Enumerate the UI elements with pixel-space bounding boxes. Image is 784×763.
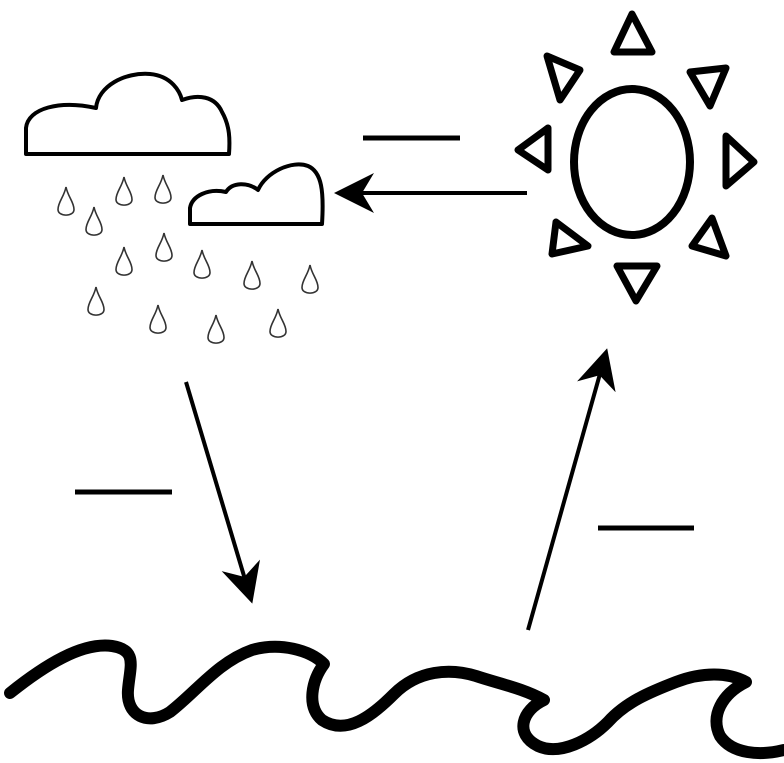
sun-icon	[518, 14, 754, 301]
raindrop-icon	[194, 250, 210, 278]
raindrop-icon	[156, 233, 172, 261]
raindrop-icon	[208, 315, 224, 343]
sun-ray-bottom-right	[692, 218, 726, 256]
precipitation-arrow	[186, 382, 250, 596]
ocean-waves-icon	[10, 646, 784, 753]
raindrops	[58, 175, 318, 343]
sun-disc	[574, 89, 690, 235]
sun-ray-right	[726, 136, 754, 186]
raindrop-icon	[116, 247, 132, 275]
sun-ray-top-right	[690, 68, 726, 106]
rain-cloud-icon	[26, 74, 229, 154]
small-cloud-icon	[190, 164, 323, 224]
raindrop-icon	[155, 175, 171, 203]
sun-ray-bottom	[617, 266, 657, 301]
sun-ray-top	[614, 14, 652, 52]
raindrop-icon	[86, 207, 102, 235]
sun-ray-left	[518, 128, 548, 170]
raindrop-icon	[244, 261, 260, 289]
sun-ray-top-left	[547, 56, 580, 100]
raindrop-icon	[150, 305, 166, 333]
raindrop-icon	[88, 287, 104, 315]
sun-ray-bottom-left	[552, 222, 588, 254]
raindrop-icon	[58, 187, 74, 215]
evaporation-arrow	[528, 356, 605, 630]
raindrop-icon	[270, 309, 286, 337]
raindrop-icon	[116, 177, 132, 205]
raindrop-icon	[302, 265, 318, 293]
